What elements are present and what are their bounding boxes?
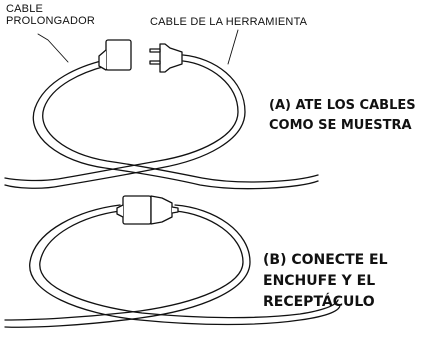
step-b-line2: ENCHUFE Y EL: [263, 273, 376, 289]
connected-plug-receptacle-b: [116, 195, 179, 225]
step-b-instruction: (B) CONECTE EL ENCHUFE Y EL RECEPTÁCULO: [263, 250, 388, 313]
tool-cord-a: [4, 54, 246, 189]
extension-cord-label-line2: PROLONGADOR: [6, 15, 95, 27]
step-a-line1: (A) ATE LOS CABLES: [269, 98, 416, 113]
connected-cord-b: [4, 204, 341, 328]
step-b-line1: (B) CONECTE EL: [263, 252, 388, 268]
plug-a: [149, 43, 183, 73]
extension-cord-label: CABLE PROLONGADOR: [6, 3, 95, 27]
step-a-instruction: (A) ATE LOS CABLES COMO SE MUESTRA: [269, 96, 416, 136]
leader-extension-cord: [37, 33, 69, 63]
receptacle-a: [98, 39, 132, 71]
extension-cord-label-line1: CABLE: [6, 3, 44, 15]
diagram-a-tied-cords: [4, 29, 319, 190]
diagram-b-connected-cords: [4, 195, 341, 328]
step-a-line2: COMO SE MUESTRA: [269, 118, 412, 133]
extension-cord-a: [32, 59, 319, 190]
tool-cord-label: CABLE DE LA HERRAMIENTA: [150, 16, 308, 28]
leader-tool-cord: [227, 29, 239, 65]
step-b-line3: RECEPTÁCULO: [263, 294, 375, 310]
